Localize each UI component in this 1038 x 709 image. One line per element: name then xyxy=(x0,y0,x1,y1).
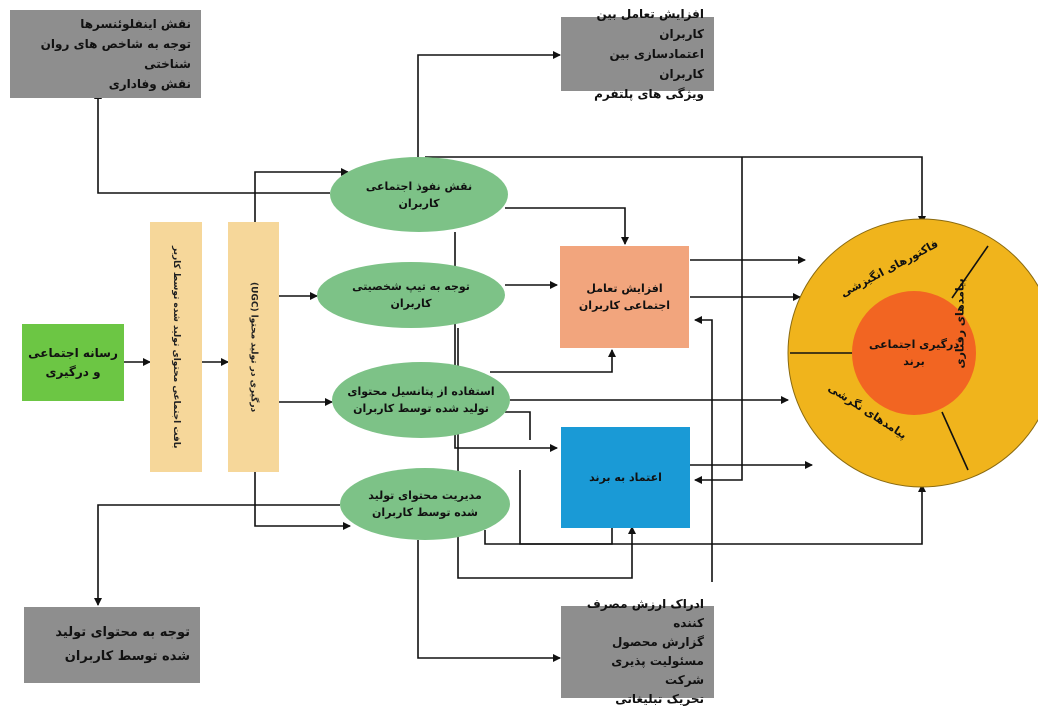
arrow-e1-to-circle-top xyxy=(425,156,926,224)
ugc-management-line-1: مدیریت محتوای تولید xyxy=(368,489,482,502)
arrow-feedback-to-trust xyxy=(694,157,743,484)
bottom-left-line-2: شده توسط کاربران xyxy=(64,649,190,664)
social-media-line-1: رسانه اجتماعی xyxy=(28,345,118,360)
arrow-e4-to-circle-bottom xyxy=(484,484,926,545)
arrow-ugc-to-e4 xyxy=(254,472,351,530)
social-media-line-2: و درگیری xyxy=(45,364,101,379)
bottom-left-line-1: توجه به محتوای تولید xyxy=(55,625,190,640)
ring-divider-3 xyxy=(941,411,969,471)
arrow-ugc-to-e1 xyxy=(254,168,349,222)
top-right-line-3: ویژگی های پلتفرم xyxy=(594,87,704,101)
bottom-right-line-2: گزارش محصول xyxy=(611,635,704,649)
arrow-e3-to-trust xyxy=(505,411,531,440)
top-right-line-2: اعتمادسازی بین کاربران xyxy=(609,47,704,81)
user-content-context-box: بافت اجتماعی محتوای تولید شده توسط کاربر xyxy=(150,222,202,472)
brand-engagement-line-1: درگیری اجتماعی xyxy=(869,338,959,351)
personality-type-ellipse: توجه به تیپ شخصیتی کاربران xyxy=(317,262,505,328)
arrow-e4-to-trust xyxy=(519,470,613,545)
top-right-box: افزایش تعامل بین کاربران اعتمادسازی بین … xyxy=(561,7,714,101)
social-interaction-box: افزایش تعامل اجتماعی کاربران xyxy=(560,246,689,348)
arrow-to-top-right-box xyxy=(417,51,561,157)
bottom-right-line-3: مسئولیت پذیری شرکت xyxy=(611,654,704,687)
arrow-feedback-to-interaction xyxy=(694,316,713,582)
arrow-e4-to-bottom-left-box xyxy=(94,504,340,606)
bottom-left-box: توجه به محتوای تولید شده توسط کاربران xyxy=(24,607,200,683)
bottom-right-line-4: تحریک تبلیغاتی xyxy=(615,692,704,706)
user-content-context-label: بافت اجتماعی محتوای تولید شده توسط کاربر xyxy=(171,245,181,449)
ugc-potential-ellipse: استفاده از پتانسیل محتوای تولید شده توسط… xyxy=(332,362,510,438)
social-influence-ellipse: نقش نفوذ اجتماعی کاربران xyxy=(330,157,508,232)
brand-social-engagement-label: درگیری اجتماعی برند xyxy=(862,328,966,378)
brand-trust-box: اعتماد به برند xyxy=(561,427,690,528)
arrow-e1-to-interaction xyxy=(505,207,629,245)
ugc-engagement-box: درگیری در تولید محتوا (UGC) xyxy=(228,222,279,472)
top-left-box: نقش اینفلوئنسرها توجه به شاخص های روان ش… xyxy=(10,10,201,98)
arrow-e2-down-loop xyxy=(457,328,636,579)
ugc-engagement-label: درگیری در تولید محتوا (UGC) xyxy=(248,281,259,413)
ugc-potential-line-1: استفاده از پتانسیل محتوای xyxy=(347,385,495,398)
arrow-to-bottom-right-box xyxy=(417,540,561,662)
top-right-line-1: افزایش تعامل بین کاربران xyxy=(596,7,704,41)
top-left-line-1: نقش اینفلوئنسرها xyxy=(80,17,191,31)
bottom-right-box: ادراک ارزش مصرف کننده گزارش محصول مسئولی… xyxy=(561,597,714,706)
inner-circle xyxy=(852,291,976,415)
personality-type-line-2: کاربران xyxy=(390,297,432,310)
ring-divider-1 xyxy=(951,245,989,299)
brand-engagement-line-2: برند xyxy=(903,355,925,368)
ugc-management-line-2: شده توسط کاربران xyxy=(372,506,478,519)
social-influence-line-2: کاربران xyxy=(398,196,440,210)
social-media-box: رسانه اجتماعی و درگیری xyxy=(22,324,124,401)
social-influence-line-1: نقش نفوذ اجتماعی xyxy=(365,179,473,193)
top-left-line-2: توجه به شاخص های روان شناختی xyxy=(40,37,191,71)
arrow-e3-to-interaction xyxy=(490,349,616,373)
ugc-management-ellipse: مدیریت محتوای تولید شده توسط کاربران xyxy=(340,468,510,540)
personality-type-line-1: توجه به تیپ شخصیتی xyxy=(352,280,470,293)
top-left-line-3: نقش وفاداری xyxy=(108,77,191,91)
brand-trust-label: اعتماد به برند xyxy=(589,471,662,484)
behavioral-outcomes-label: پیامدهای رفتاری xyxy=(953,278,967,369)
social-interaction-line-2: اجتماعی کاربران xyxy=(578,299,671,312)
ugc-potential-line-2: تولید شده توسط کاربران xyxy=(353,402,489,415)
social-interaction-line-1: افزایش تعامل xyxy=(586,282,663,295)
bottom-right-line-1: ادراک ارزش مصرف کننده xyxy=(586,597,704,630)
arrow-e1-to-top-left-box xyxy=(94,91,330,194)
